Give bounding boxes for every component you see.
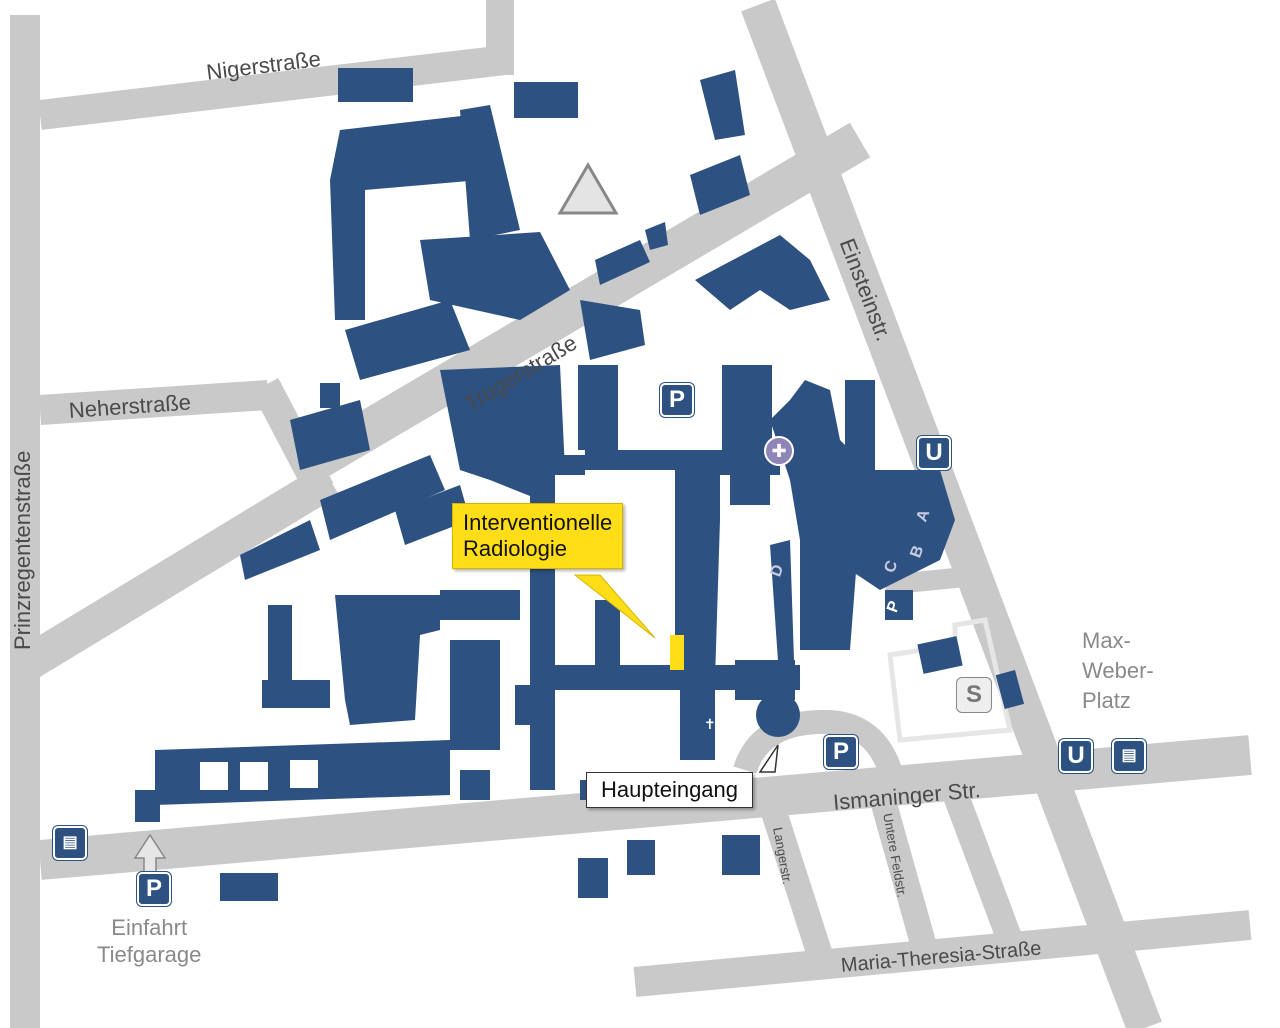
callout-line: Interventionelle <box>463 510 613 535</box>
buildings <box>135 68 1025 901</box>
place-einfahrt-tiefgarage: Einfahrt Tiefgarage <box>97 914 201 968</box>
ubahn-icon[interactable]: U <box>917 436 951 470</box>
construction-sign-icon <box>557 162 619 215</box>
place-line: Platz <box>1082 688 1131 713</box>
chapel-cross-icon: ✝ <box>704 716 716 732</box>
tram-icon[interactable]: ▤ <box>1112 739 1146 773</box>
place-max-weber-platz: Max- Weber- Platz <box>1082 626 1154 716</box>
destination-callout: Interventionelle Radiologie <box>452 503 624 569</box>
callout-line: Radiologie <box>463 536 567 561</box>
parking-icon[interactable]: P <box>137 872 171 906</box>
tram-icon[interactable]: ▤ <box>53 826 87 860</box>
sparkasse-icon: S <box>957 678 991 712</box>
ubahn-icon[interactable]: U <box>1059 739 1093 773</box>
street-prinzregentenstrasse: Prinzregentenstraße <box>10 450 35 650</box>
place-line: Einfahrt <box>111 915 188 940</box>
parking-icon[interactable]: P <box>824 735 858 769</box>
place-line: Max- <box>1082 628 1131 653</box>
main-entrance-callout: Haupteingang <box>586 772 754 808</box>
place-line: Tiefgarage <box>97 942 202 967</box>
chapel-cross-icon: ✝ <box>604 708 620 728</box>
building-windows <box>200 760 318 790</box>
place-line: Weber- <box>1082 658 1154 683</box>
parking-icon[interactable]: P <box>660 383 694 417</box>
hospital-cross-icon: ✚ <box>764 436 794 466</box>
destination-marker <box>670 635 684 670</box>
